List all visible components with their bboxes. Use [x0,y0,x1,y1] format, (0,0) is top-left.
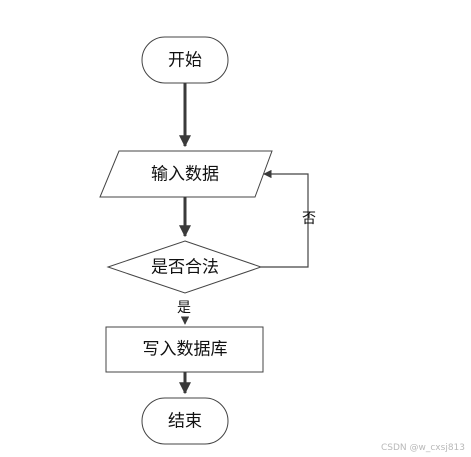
decision-shape [106,240,263,294]
no-edge-label: 否 [302,211,316,227]
input-label: 输入数据 [151,165,219,185]
yes-edge-label: 是 [177,300,191,316]
decision-node: 是否合法 [106,240,263,294]
start-label: 开始 [168,51,202,71]
end-node: 结束 [141,397,229,445]
watermark-text: CSDN @w_cxsj813 [380,443,465,453]
end-shape [141,397,229,445]
input-shape [99,150,273,198]
write-label: 写入数据库 [143,340,228,360]
write-node: 写入数据库 [105,326,264,373]
decision-label: 是否合法 [151,258,219,278]
start-node: 开始 [141,36,229,84]
write-shape [105,326,264,373]
end-label: 结束 [168,412,202,432]
loop-edge-no [261,169,309,268]
input-node: 输入数据 [99,150,273,198]
